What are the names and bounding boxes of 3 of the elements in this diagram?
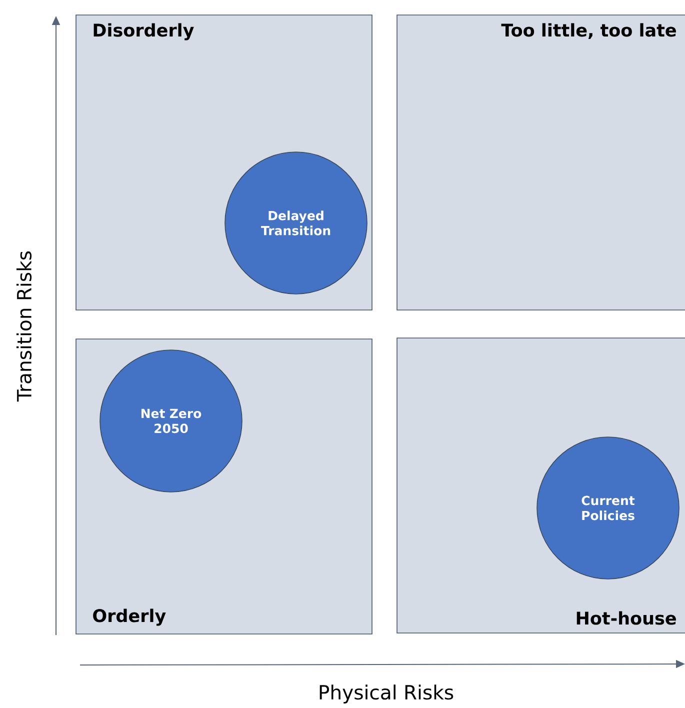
axis-label: Physical Risks — [320, 684, 454, 704]
axis-label: Transition Risks — [16, 251, 32, 402]
quadrant-box: Too little, too late — [396, 14, 685, 310]
